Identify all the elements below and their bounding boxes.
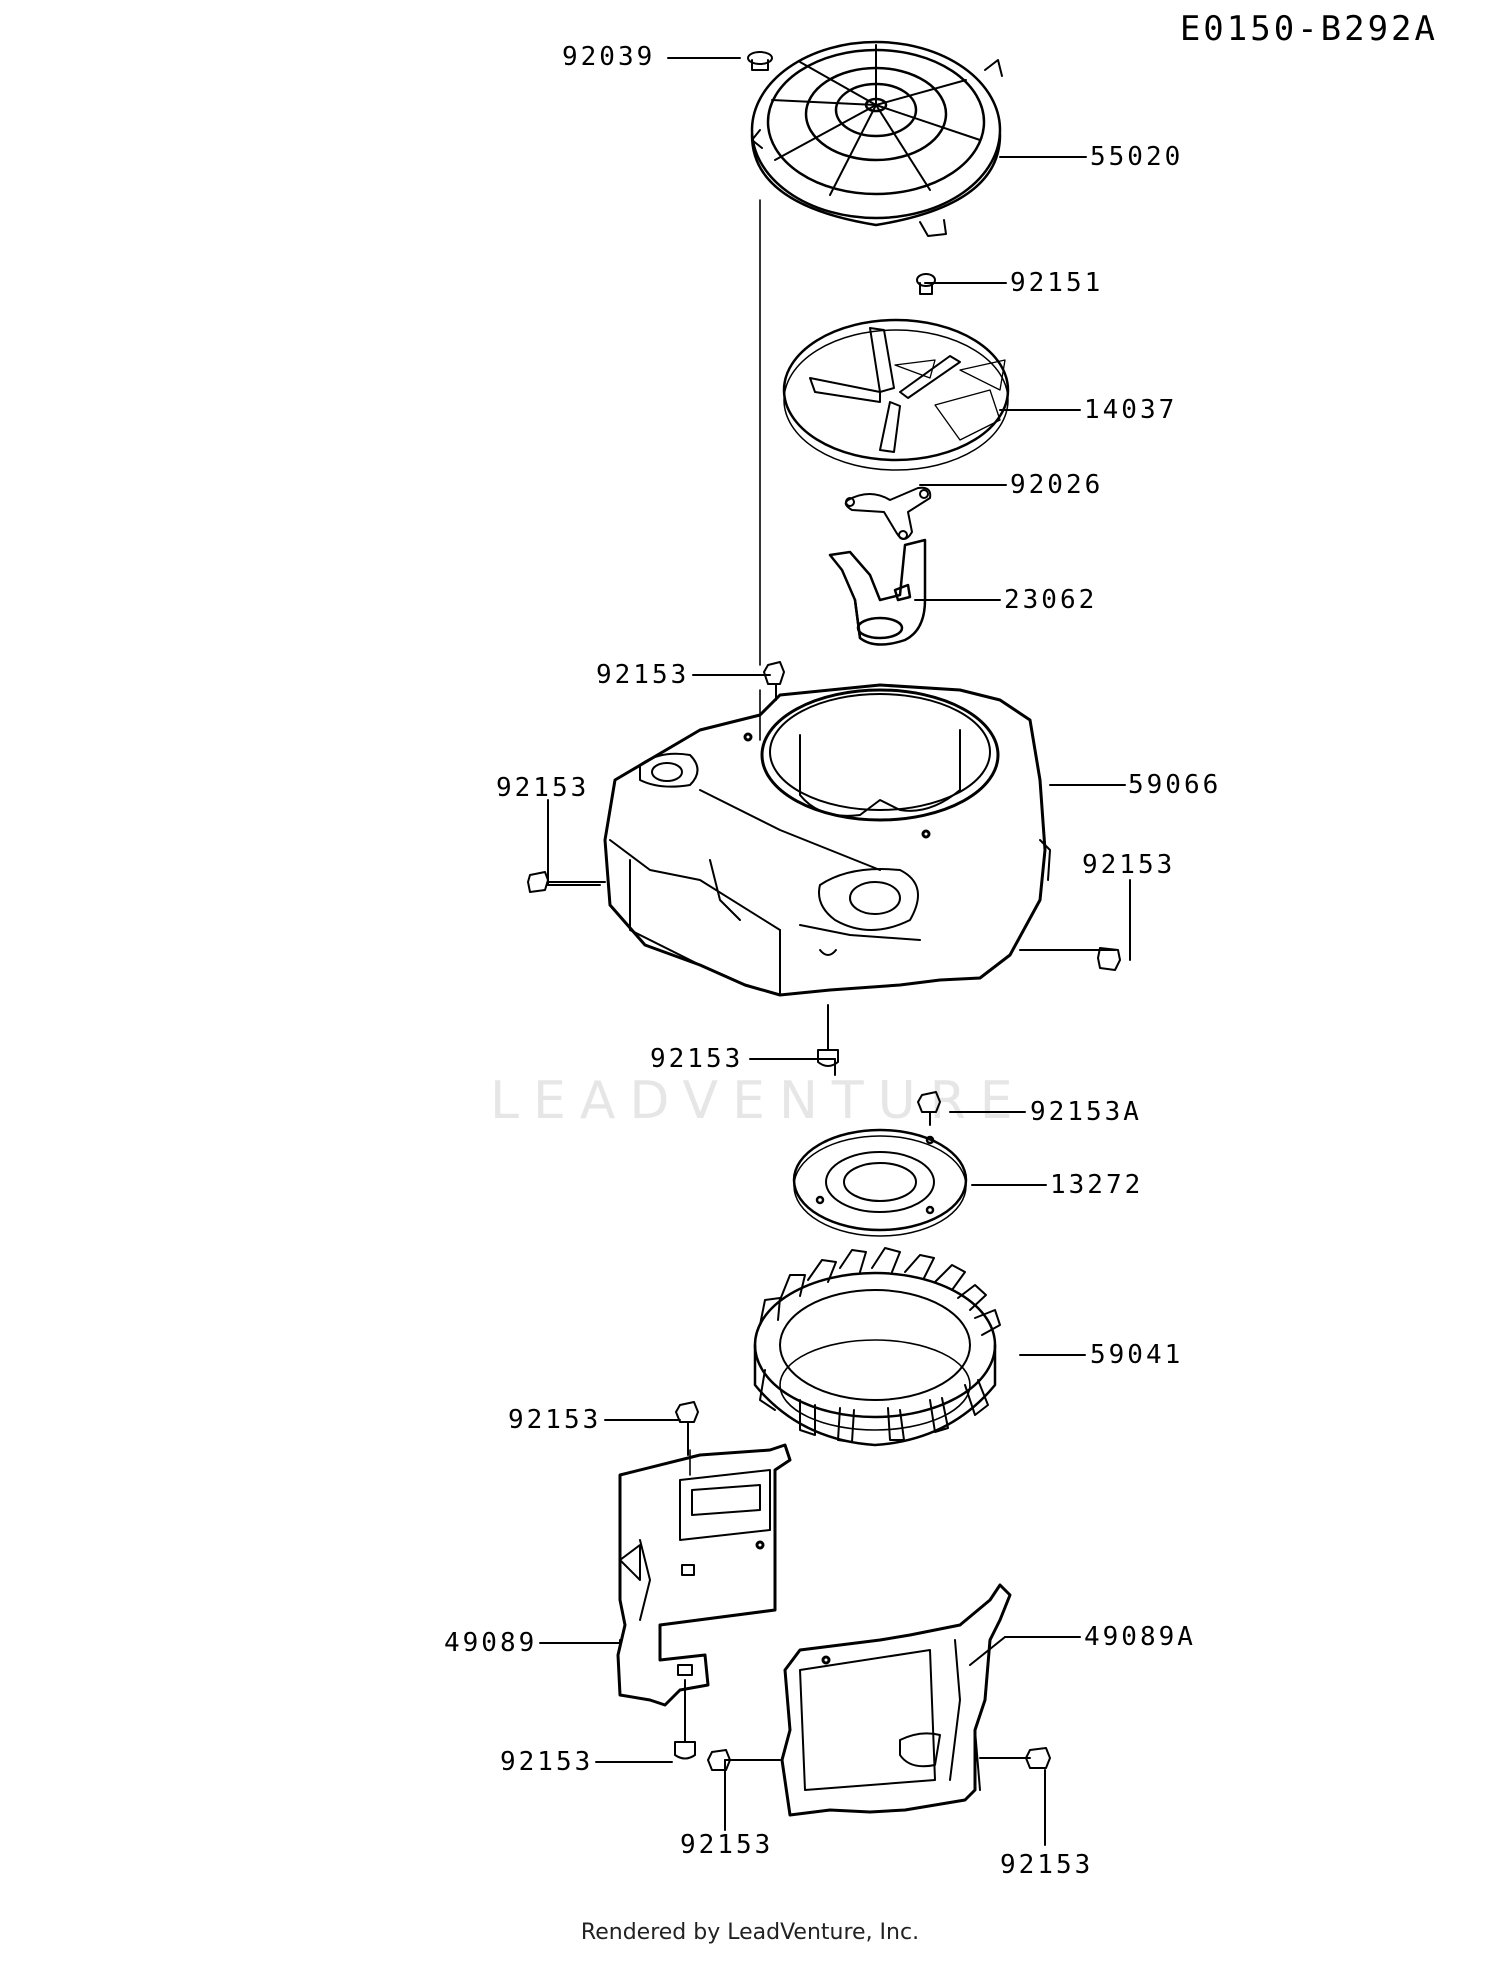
callout-92151: 92151 <box>1010 268 1104 298</box>
bolt-92153A-icon <box>917 1091 941 1126</box>
callout-92153-right: 92153 <box>1082 850 1176 880</box>
callout-49089: 49089 <box>444 1628 538 1658</box>
callout-92153-shroud-top: 92153 <box>508 1405 602 1435</box>
screw-92039-icon <box>747 51 773 71</box>
screen-plate-14037 <box>782 318 1010 471</box>
fan-housing-59066 <box>603 683 1051 997</box>
guide-23062 <box>828 538 927 646</box>
callout-49089A: 49089A <box>1084 1622 1196 1652</box>
callout-92026: 92026 <box>1010 470 1104 500</box>
bolt-92153-shroud-bottom-icon <box>674 1679 696 1760</box>
footer-credit: Rendered by LeadVenture, Inc. <box>580 1920 920 1945</box>
callout-13272: 13272 <box>1050 1170 1144 1200</box>
bolt-92153-shroud-top-icon <box>675 1401 699 1456</box>
callout-92153-bottom: 92153 <box>650 1044 744 1074</box>
callout-55020: 55020 <box>1090 142 1184 172</box>
bolt-92153-left-icon <box>527 871 606 893</box>
screw-92151-icon <box>916 273 936 295</box>
bolt-92153-lower-left-icon <box>707 1749 731 1771</box>
watermark: LEADVENTURE <box>490 1071 1027 1131</box>
callout-92153-left: 92153 <box>496 773 590 803</box>
diagram-code: E0150-B292A <box>1179 9 1438 49</box>
bolt-92153-lower-right-icon <box>1025 1747 1051 1769</box>
shroud-49089A <box>780 1583 1012 1817</box>
bolt-92153-bottom-icon <box>817 1004 839 1067</box>
plate-13272 <box>792 1128 968 1237</box>
callout-92039: 92039 <box>562 42 656 72</box>
callout-92153A: 92153A <box>1030 1097 1142 1127</box>
callout-92153-shroud-bottom: 92153 <box>500 1747 594 1777</box>
callout-23062: 23062 <box>1004 585 1098 615</box>
callout-14037: 14037 <box>1084 395 1178 425</box>
rotating-screen-55020 <box>750 40 1003 237</box>
plate-92026 <box>844 486 932 540</box>
callout-59041: 59041 <box>1090 1340 1184 1370</box>
callout-59066: 59066 <box>1128 770 1222 800</box>
shroud-49089 <box>616 1443 792 1707</box>
callout-92153-lower-left: 92153 <box>680 1830 774 1860</box>
fan-59041 <box>753 1247 1001 1447</box>
callout-92153-lower-right: 92153 <box>1000 1850 1094 1880</box>
leader-lines <box>539 57 1131 1846</box>
callout-92153-top: 92153 <box>596 660 690 690</box>
bolt-92153-right-icon <box>1097 947 1121 971</box>
